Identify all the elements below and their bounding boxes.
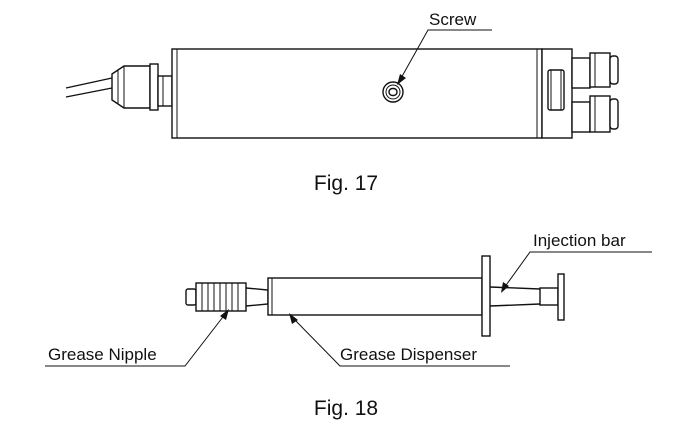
end-block — [541, 48, 573, 139]
barrel-flange — [481, 255, 491, 337]
cable — [65, 77, 113, 98]
grease-nipple-callout: Grease Nipple — [45, 309, 229, 367]
motor-body — [171, 48, 543, 139]
injection-bar — [489, 273, 565, 321]
figure-caption: Fig. 18 — [314, 397, 378, 420]
screw-callout: Screw — [397, 10, 492, 85]
air-fitting-upper — [571, 52, 619, 89]
air-fitting-lower — [571, 95, 619, 133]
grease-dispenser-callout: Grease Dispenser — [289, 313, 510, 367]
screw-label: Screw — [429, 10, 477, 29]
figure-caption: Fig. 17 — [314, 172, 378, 195]
screw-head — [382, 81, 404, 103]
grease-dispenser-label: Grease Dispenser — [340, 345, 477, 364]
grease-nipple — [185, 282, 269, 312]
grease-dispenser-barrel — [267, 277, 483, 316]
grease-nipple-label: Grease Nipple — [48, 345, 157, 364]
injection-bar-label: Injection bar — [533, 231, 626, 250]
cable-gland — [111, 63, 173, 111]
figure-18: Injection bar Grease Nipple Grease Dispe… — [45, 231, 652, 420]
injection-bar-callout: Injection bar — [501, 231, 652, 293]
figure-17: Screw Fig. 17 — [65, 10, 619, 195]
